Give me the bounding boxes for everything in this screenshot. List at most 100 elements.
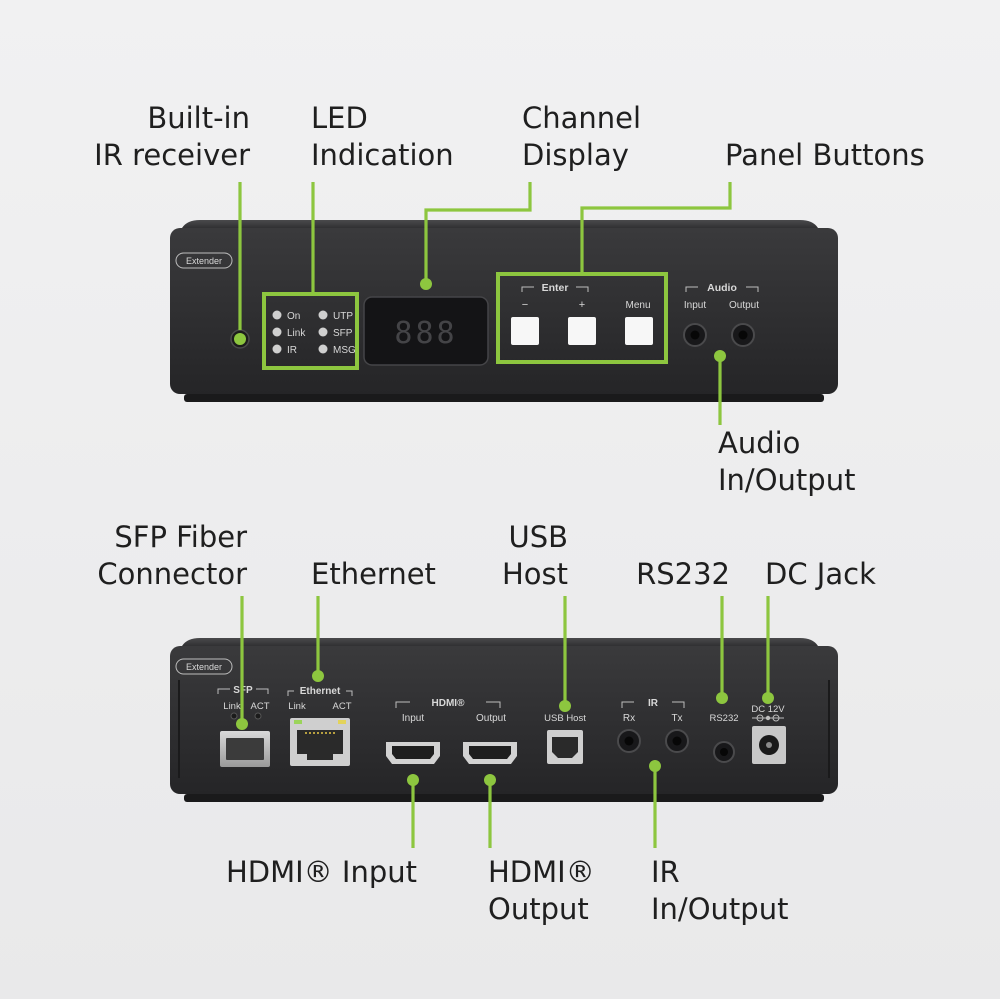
rear-top-lid [182, 638, 818, 646]
plus-label: + [579, 299, 585, 311]
callout-dc-jack: DC Jack [765, 557, 876, 591]
dc-label: DC 12V [751, 704, 785, 715]
audio-output-hole-icon [738, 330, 748, 340]
channel-display [363, 296, 489, 366]
audio-input-hole-icon [690, 330, 700, 340]
plus-button[interactable] [568, 317, 596, 345]
callout-channel-line2: Display [522, 138, 629, 172]
minus-button[interactable] [511, 317, 539, 345]
callout-audio-line1: Audio [718, 426, 800, 460]
rear-panel: Extender SFP Link ACT Ethernet Link ACT … [170, 638, 838, 802]
channel-dot [420, 278, 432, 290]
led-label-utp: UTP [333, 311, 353, 322]
callout-hdmi-output-line1: HDMI® [488, 855, 595, 889]
enter-bracket-left [521, 286, 534, 292]
sfp-link-led-icon [230, 712, 238, 720]
usb-dot [559, 700, 571, 712]
minus-label: − [522, 299, 528, 311]
enter-bracket-right [576, 286, 589, 292]
callout-usb-line1: USB [508, 520, 568, 554]
ir-tx-hole-icon [672, 736, 682, 746]
audio-output-label: Output [729, 300, 759, 311]
front-chassis [170, 228, 838, 394]
sfp-act-led-icon [254, 712, 262, 720]
led-label-on: On [287, 311, 300, 322]
callout-channel-line1: Channel [522, 101, 641, 135]
sfp-port-slot-icon [226, 738, 264, 760]
ir-receiver-dot [234, 333, 246, 345]
ir-bracket-right [672, 701, 685, 708]
front-foot [184, 394, 824, 402]
callout-sfp-line1: SFP Fiber [114, 520, 247, 554]
rear-badge-label: Extender [186, 662, 222, 672]
front-panel: Extender On Link IR UTP SFP MSG 888 Ente… [170, 220, 838, 402]
eth-act-led-icon [338, 720, 346, 724]
callout-rs232: RS232 [636, 557, 730, 591]
led-label-sfp: SFP [333, 328, 353, 339]
rs232-dot [716, 692, 728, 704]
sfp-bracket-left [217, 688, 230, 694]
callout-hdmi-output-line2: Output [488, 892, 589, 926]
eth-link-label: Link [288, 701, 306, 712]
hdmi-output-socket-icon [469, 746, 511, 759]
sfp-link-label: Link [223, 701, 241, 712]
ethernet-socket-icon [297, 730, 343, 760]
led-link-icon [272, 327, 282, 337]
front-badge [175, 252, 233, 269]
ir-label: IR [648, 698, 659, 709]
led-sfp-icon [318, 327, 328, 337]
hdmi-output-label: Output [476, 713, 506, 724]
usb-b-socket-icon [552, 737, 578, 758]
menu-label: Menu [625, 300, 650, 311]
dc-jack-pin-icon [766, 742, 772, 748]
hdmi-bracket-left [395, 701, 410, 708]
callout-led-line1: LED [311, 101, 368, 135]
hdmi-bracket-right [486, 701, 501, 708]
ethernet-label: Ethernet [300, 686, 341, 697]
led-highlight-box [262, 292, 359, 370]
sfp-dot [236, 718, 248, 730]
hdmi-input-label: Input [402, 713, 424, 724]
front-top-lid [182, 220, 818, 228]
sfp-act-label: ACT [251, 701, 270, 712]
audio-bracket-left [685, 286, 698, 292]
callout-ir-receiver-line1: Built-in [147, 101, 250, 135]
callout-usb-line2: Host [502, 557, 568, 591]
eth-act-label: ACT [333, 701, 352, 712]
menu-button[interactable] [625, 317, 653, 345]
rs232-hole-icon [720, 748, 728, 756]
led-msg-icon [318, 344, 328, 354]
hdmi-input-socket-icon [392, 746, 434, 759]
usb-host-label: USB Host [544, 713, 586, 724]
ir-rx-hole-icon [624, 736, 634, 746]
front-badge-label: Extender [186, 256, 222, 266]
callout-hdmi-input: HDMI® Input [226, 855, 417, 889]
eth-link-led-icon [294, 720, 302, 724]
callout-audio-line2: In/Output [718, 463, 855, 497]
callout-labels: Built-in IR receiver LED Indication Chan… [94, 101, 925, 926]
channel-leader [424, 182, 532, 280]
ethernet-dot [312, 670, 324, 682]
audio-bracket-right [746, 286, 759, 292]
channel-display-digits: 888 [394, 316, 457, 351]
led-ir-icon [272, 344, 282, 354]
eth-bracket-right [346, 690, 353, 696]
audio-label: Audio [707, 282, 737, 294]
enter-label: Enter [542, 282, 569, 294]
callout-panel-buttons: Panel Buttons [725, 138, 925, 172]
hdmi-label: HDMI® [432, 698, 466, 709]
audio-input-label: Input [684, 300, 706, 311]
ir-bracket-left [621, 701, 634, 708]
ir-tx-label: Tx [671, 713, 682, 724]
buttons-leader [580, 182, 732, 274]
rear-foot [184, 794, 824, 802]
callout-ir-io-line2: In/Output [651, 892, 788, 926]
callout-led-line2: Indication [311, 138, 454, 172]
callout-sfp-line2: Connector [97, 557, 247, 591]
callout-ir-receiver-line2: IR receiver [94, 138, 250, 172]
ir-rx-label: Rx [623, 713, 635, 724]
led-utp-icon [318, 310, 328, 320]
sfp-bracket-right [256, 688, 269, 694]
